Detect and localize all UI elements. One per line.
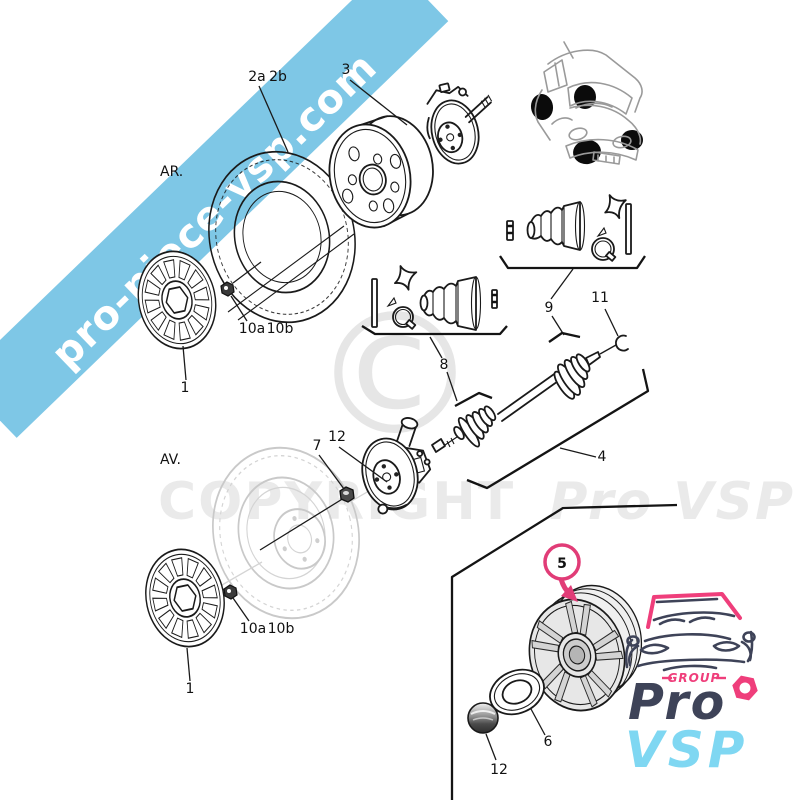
part-label-10b-front: 10b [268,621,295,637]
part-label-12-bottom: 12 [490,762,508,778]
part-label-2a: 2a [248,69,266,85]
part-label-10a-rear: 10a [239,321,265,337]
section-label-front: AV. [160,452,181,468]
part-label-12-front: 12 [328,429,346,445]
part-label-10a-front: 10a [240,621,266,637]
front-hub-assembly [361,417,432,515]
part-label-9: 9 [545,300,554,316]
rear-hub-assembly [426,82,493,165]
driveshaft [431,334,650,490]
provsp-logo: GROUP Pro VSP [624,592,758,779]
part-label-3: 3 [342,62,351,78]
wheel-trim-rear [137,250,217,350]
ghost-wheel [212,446,387,620]
part-label-6: 6 [544,734,553,750]
cv-boot-kit-9 [499,194,646,343]
part-label-10b-rear: 10b [267,321,294,337]
copyright-watermark-word: COPYRIGHT [158,472,515,532]
logo-group-text: GROUP [668,671,721,685]
chrome-cap [467,702,499,734]
section-label-rear: AR. [160,164,183,180]
callout-arrowhead [561,585,578,602]
cv-boot-kit-8 [361,265,508,408]
hub-seal-ring [489,668,545,716]
alloy-wheel [528,584,643,712]
inner-cv-boot [457,405,497,448]
wheel-trim-front [145,548,225,648]
copyright-watermark-brand: Pro VSP [549,472,795,532]
part-label-11: 11 [591,290,609,306]
highlight-box [450,503,678,800]
logo-vsp-text: VSP [625,721,748,779]
steel-rim [328,115,434,229]
banner-ribbon [0,0,449,438]
hub-nut-front [223,584,250,622]
car-sketch [530,41,643,165]
hub-nut-rear [220,261,262,297]
outer-cv-boot [553,353,591,400]
part-label-7: 7 [313,438,322,454]
circlip [615,334,629,352]
part-label-1-front: 1 [186,681,195,697]
copyright-watermark: COPYRIGHT Pro VSP [158,472,795,532]
logo-car-outline [624,597,756,672]
part-label-4: 4 [598,449,607,465]
spindle-nut-7 [339,486,355,503]
part-label-5: 5 [557,556,567,572]
part-label-1-rear: 1 [181,380,190,396]
part-label-2b: 2b [269,69,287,85]
part-5-callout: 5 [543,543,581,602]
logo-nut-icon [732,675,758,701]
logo-windshield-frame [646,592,742,629]
part-label-8: 8 [440,357,449,373]
logo-pro-text: Pro [628,674,726,731]
